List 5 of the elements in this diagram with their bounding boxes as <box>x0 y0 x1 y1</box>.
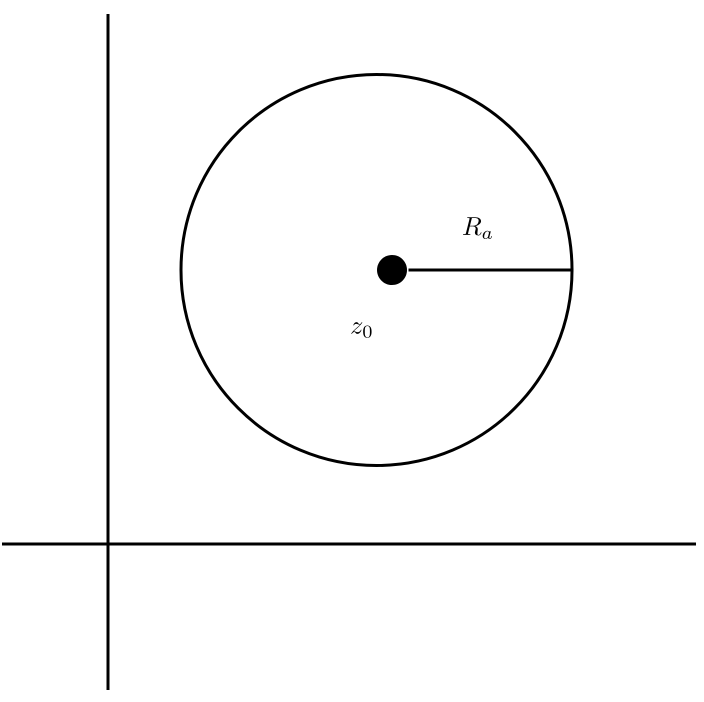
center-dot <box>377 255 407 285</box>
radius-line <box>408 268 574 272</box>
point-label: $z_0$ <box>351 322 372 338</box>
circle <box>180 73 574 467</box>
edge-label: $R_a$ <box>462 217 492 239</box>
